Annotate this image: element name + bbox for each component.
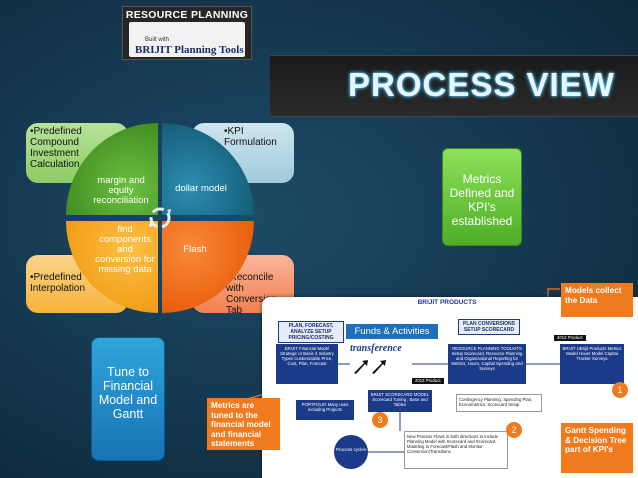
box-kpi-formulation-text: •KPI Formulation [224, 126, 277, 148]
quadrant-label-dollar-model: dollar model [175, 183, 227, 194]
quadrant-margin-equity [66, 123, 158, 215]
marker-3: 3 [372, 412, 388, 428]
process-flows-panel: New Process Flows in both directions to … [404, 431, 508, 469]
screenshot-flow-lines [338, 363, 560, 453]
process-cycles-circle: Process cycles [334, 435, 368, 469]
cycle-arrows-icon [149, 207, 171, 229]
marker-2: 2 [506, 422, 522, 438]
quadrant-label-flash: Flash [183, 244, 207, 255]
tune-financial-box: Tune to Financial Model and Gantt [91, 337, 165, 461]
box-reconcile-conversion-text: •Reconcile with Conversion Tab [226, 272, 277, 316]
logo: RESOURCE PLANNING Built with BRIJIT Plan… [122, 6, 252, 60]
products-header: BRIJIT PRODUCTS [417, 299, 477, 306]
ubrijit-panel: BRIJIT UBrijit Products Metrics Model Ho… [560, 344, 624, 384]
plan-conversions-label: PLAN CONVERSIONS SETUP SCORECARD [458, 319, 520, 335]
portfolio-panel: PORTFOLIO Many uses including Projects [296, 400, 354, 420]
box-predefined-interpolation-text: •Predefined Interpolation [30, 272, 86, 294]
annotation-models-collect: Models collect the Data [561, 283, 633, 317]
funds-activities-banner: Funds & Activities [346, 324, 438, 339]
product-tag-top: 2012 Product [554, 335, 586, 341]
metrics-defined-box: Metrics Defined and KPI's established [442, 148, 522, 246]
quadrant-dollar-model [162, 123, 254, 215]
logo-small-text: Built with [145, 37, 170, 43]
box-compound-investment-text: •Predefined Compound Investment Calculat… [30, 126, 82, 170]
transference-arrows-icon [354, 360, 386, 374]
product-tag-middle: 2012 Product [412, 378, 444, 384]
page-title: PROCESS VIEW [348, 66, 615, 103]
title-banner: PROCESS VIEW [270, 55, 638, 117]
contingency-panel: Contingency Planning, Spending Plan, Eco… [456, 394, 542, 412]
quadrant-label-find-components: find components and conversion for missi… [95, 224, 155, 275]
quadrant-find-components [66, 221, 158, 313]
financial-model-panel: BRIJIT Financial Model Strategic or Basi… [276, 344, 338, 384]
cycle-circle: margin and equity reconciliation dollar … [66, 118, 254, 318]
toolkits-panel: RESOURCE PLANNING TOOLKITS Setup Scoreca… [448, 344, 526, 384]
plan-forecast-label: PLAN, FORECAST, ANALYZE SETUP PRICING/CO… [278, 321, 344, 343]
quadrant-label-margin-equity: margin and equity reconciliation [93, 175, 149, 206]
annotation-gantt-spending: Gantt Spending & Decision Tree part of K… [561, 423, 633, 473]
annotation-metrics-tuned: Metrics are tuned to the financial model… [207, 398, 280, 450]
transference-label: transference [350, 343, 402, 354]
scorecard-panel: BRIJIT SCORECARD MODEL Scorecard Tuning … [368, 390, 432, 412]
logo-plate: Built with BRIJIT Planning Tools [129, 22, 245, 57]
brijit-products-screenshot: BRIJIT PRODUCTS PLAN, FORECAST, ANALYZE … [262, 297, 638, 478]
logo-title: RESOURCE PLANNING [125, 9, 249, 21]
connector-models [547, 288, 560, 300]
quadrant-flash [162, 221, 254, 313]
marker-1: 1 [612, 382, 628, 398]
logo-brand: BRIJIT Planning Tools [135, 44, 244, 56]
cycle-circle-graphic [66, 123, 254, 313]
